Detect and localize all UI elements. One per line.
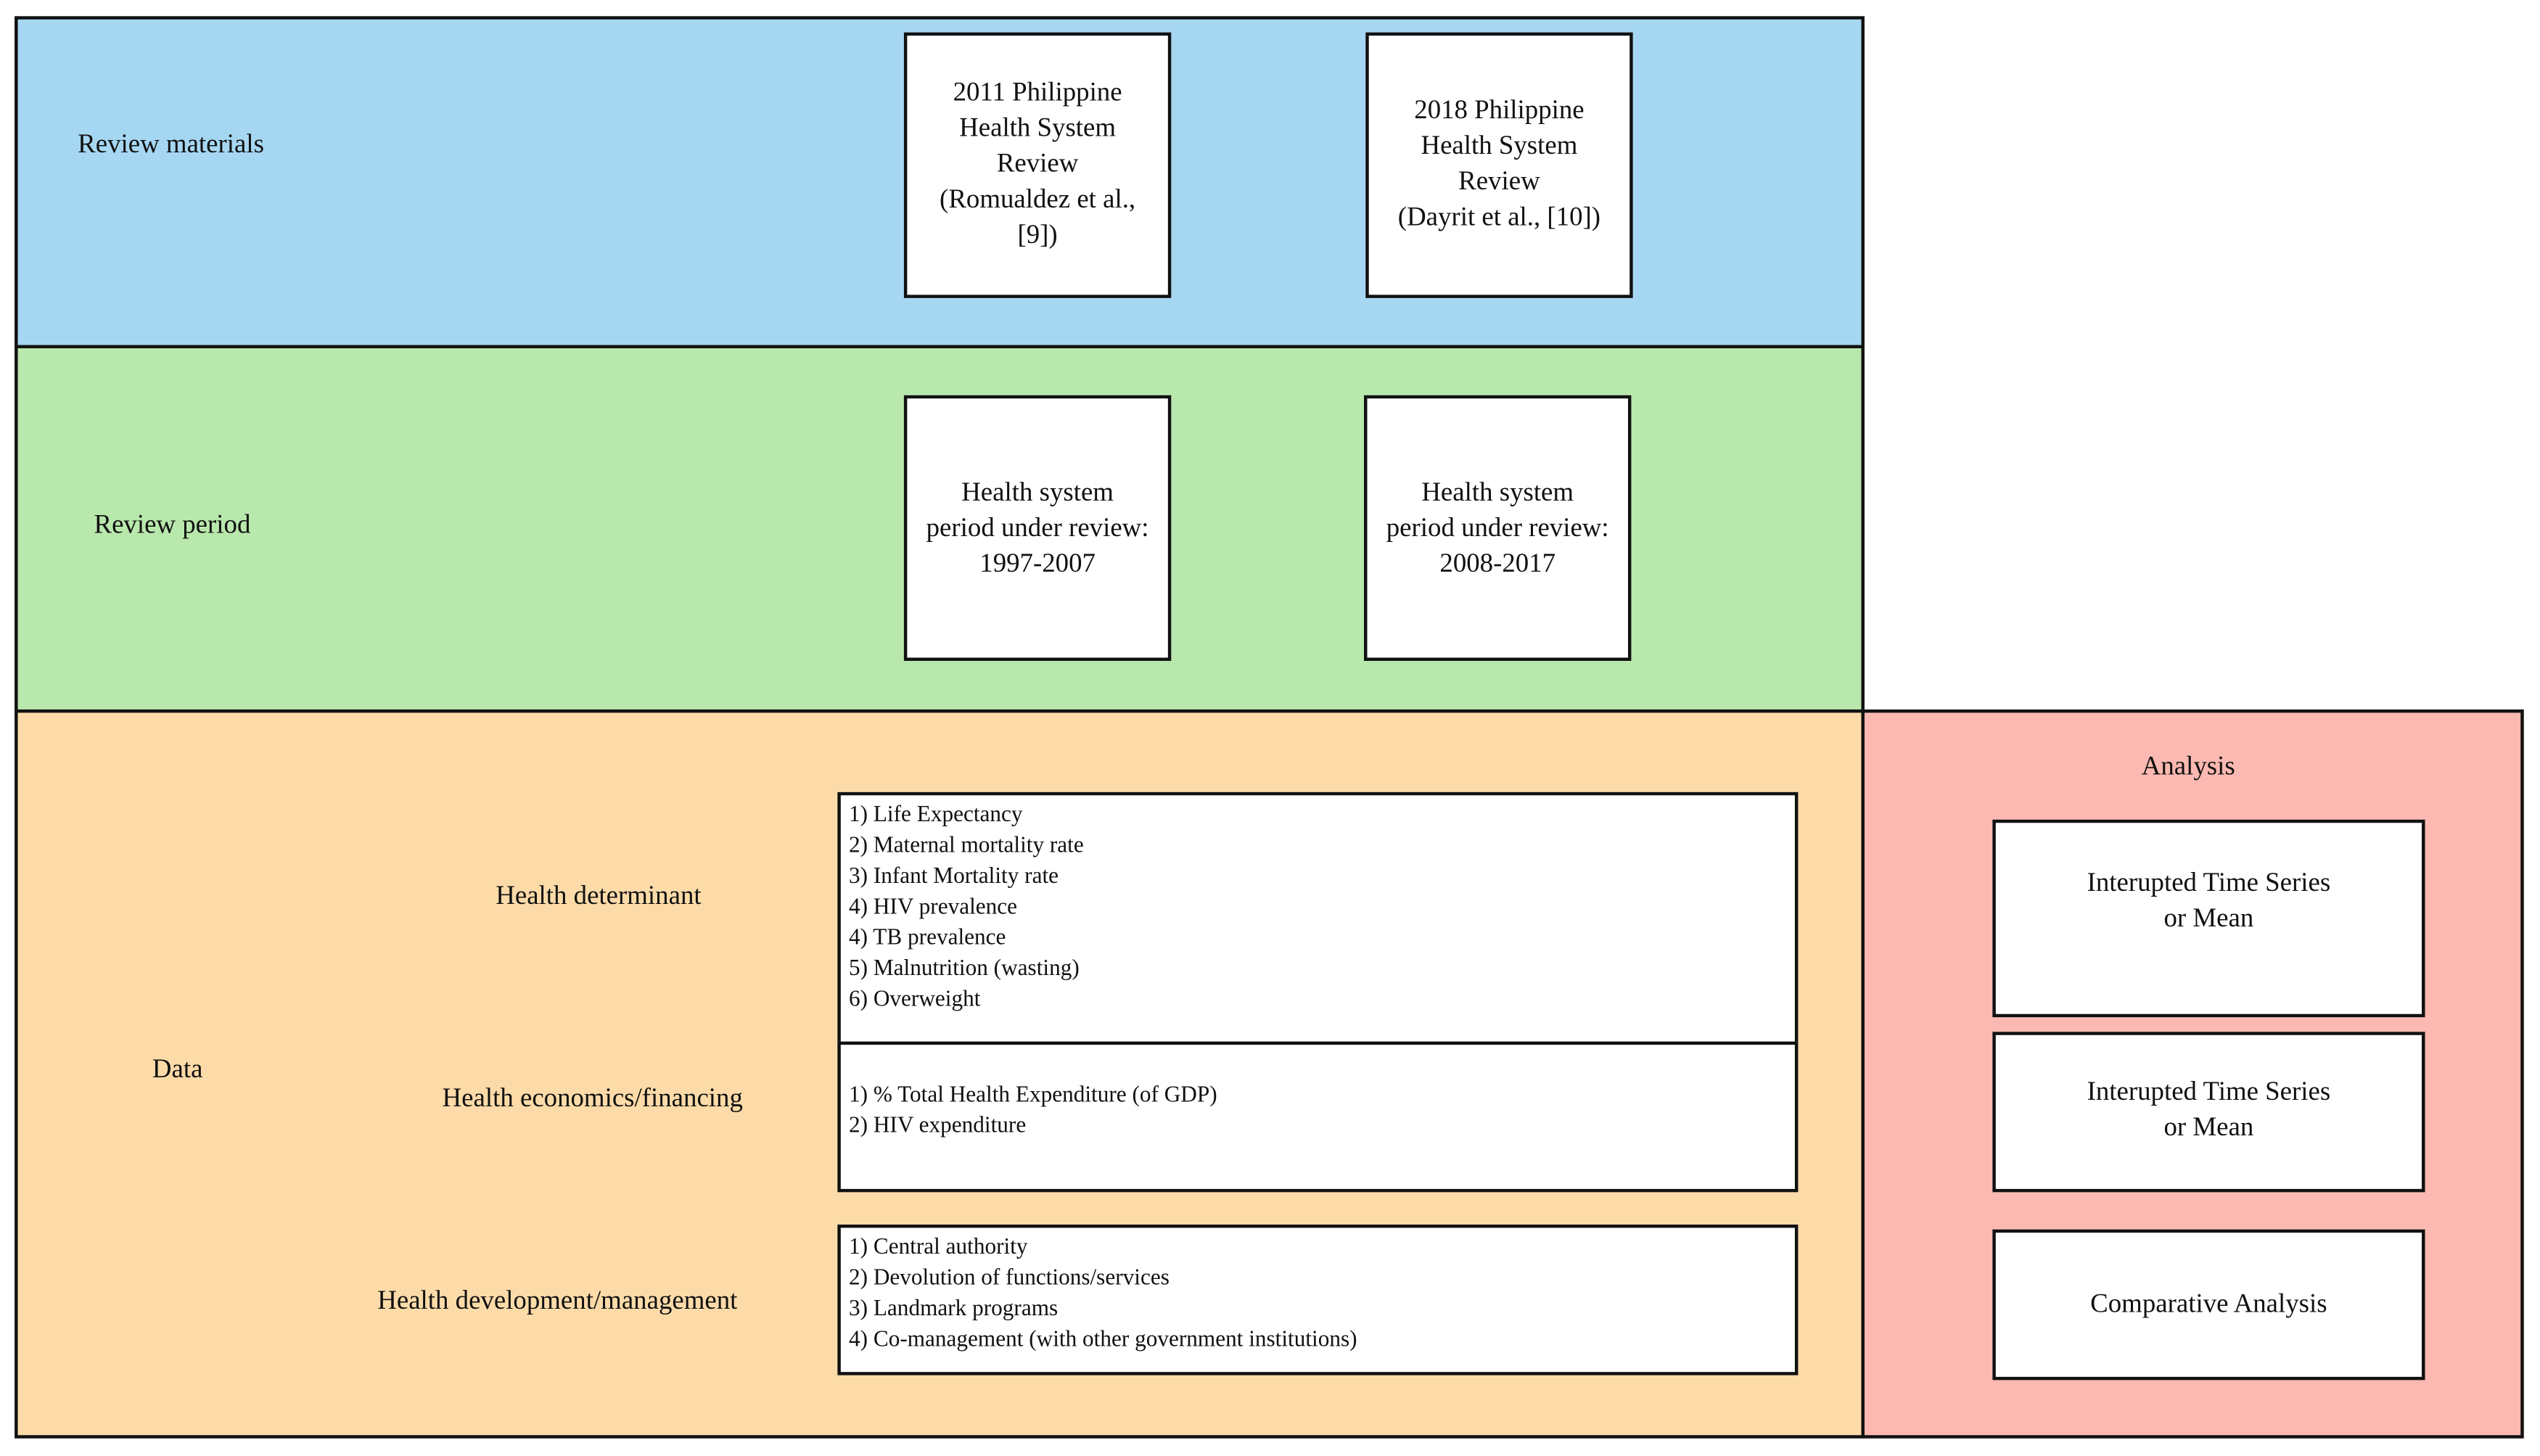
health-determinant-list: 1) Life Expectancy 2) Maternal mortality… bbox=[837, 791, 1799, 1045]
review-material-2011: 2011 Philippine Health System Review (Ro… bbox=[903, 32, 1172, 298]
box-line: 2011 Philippine bbox=[953, 75, 1122, 107]
health-economics-list: 1) % Total Health Expenditure (of GDP) 2… bbox=[837, 1041, 1799, 1193]
list-item: 3) Infant Mortality rate bbox=[848, 865, 1059, 889]
box-line: Interupted Time Series bbox=[2087, 1075, 2331, 1107]
box-line: Comparative Analysis bbox=[2090, 1288, 2327, 1319]
list-item: 3) Landmark programs bbox=[848, 1297, 1059, 1322]
list-item: 1) Life Expectancy bbox=[848, 803, 1023, 828]
list-item: 4) TB prevalence bbox=[848, 926, 1006, 951]
box-line: Health system bbox=[1421, 476, 1574, 507]
box-line: Review bbox=[996, 147, 1079, 178]
health-development-list: 1) Central authority 2) Devolution of fu… bbox=[837, 1224, 1799, 1375]
box-line: 1997-2007 bbox=[979, 547, 1096, 579]
analysis-its-2: Interupted Time Series or Mean bbox=[1992, 1032, 2425, 1193]
analysis-comparative: Comparative Analysis bbox=[1992, 1229, 2425, 1381]
list-item: 2) HIV expenditure bbox=[848, 1114, 1027, 1139]
analysis-its-1: Interupted Time Series or Mean bbox=[1992, 819, 2425, 1018]
list-item: 1) Central authority bbox=[848, 1235, 1028, 1261]
health-economics-label: Health economics/financing bbox=[442, 1082, 743, 1113]
review-period-2008-2017: Health system period under review: 2008-… bbox=[1364, 395, 1632, 661]
box-line: period under review: bbox=[926, 511, 1149, 543]
box-line: Interupted Time Series bbox=[2087, 866, 2331, 897]
list-item: 6) Overweight bbox=[848, 988, 981, 1013]
list-item: 2) Devolution of functions/services bbox=[848, 1267, 1170, 1291]
list-item: 2) Maternal mortality rate bbox=[848, 834, 1084, 859]
box-line: Health System bbox=[959, 112, 1117, 143]
box-line: (Romualdez et al., bbox=[940, 183, 1136, 214]
review-period-1997-2007: Health system period under review: 1997-… bbox=[903, 395, 1172, 661]
box-line: Health System bbox=[1421, 129, 1578, 161]
list-item: 4) HIV prevalence bbox=[848, 895, 1018, 921]
box-line: or Mean bbox=[2163, 1111, 2254, 1143]
data-label: Data bbox=[152, 1053, 203, 1084]
review-materials-label: Review materials bbox=[78, 128, 264, 159]
box-line: 2018 Philippine bbox=[1414, 94, 1585, 125]
health-determinant-label: Health determinant bbox=[496, 879, 702, 910]
box-line: 2008-2017 bbox=[1439, 547, 1556, 579]
box-line: (Dayrit et al., [10]) bbox=[1397, 200, 1601, 232]
box-line: or Mean bbox=[2163, 902, 2254, 934]
box-line: [9]) bbox=[1017, 218, 1058, 250]
list-item: 1) % Total Health Expenditure (of GDP) bbox=[848, 1083, 1217, 1109]
review-material-2018: 2018 Philippine Health System Review (Da… bbox=[1365, 32, 1633, 298]
list-item: 4) Co-management (with other government … bbox=[848, 1328, 1357, 1353]
box-line: period under review: bbox=[1386, 511, 1609, 543]
analysis-label: Analysis bbox=[2141, 749, 2235, 781]
box-line: Health system bbox=[961, 476, 1114, 507]
review-period-label: Review period bbox=[94, 509, 251, 540]
box-line: Review bbox=[1458, 165, 1540, 197]
list-item: 5) Malnutrition (wasting) bbox=[848, 957, 1080, 982]
health-development-label: Health development/management bbox=[377, 1284, 738, 1316]
